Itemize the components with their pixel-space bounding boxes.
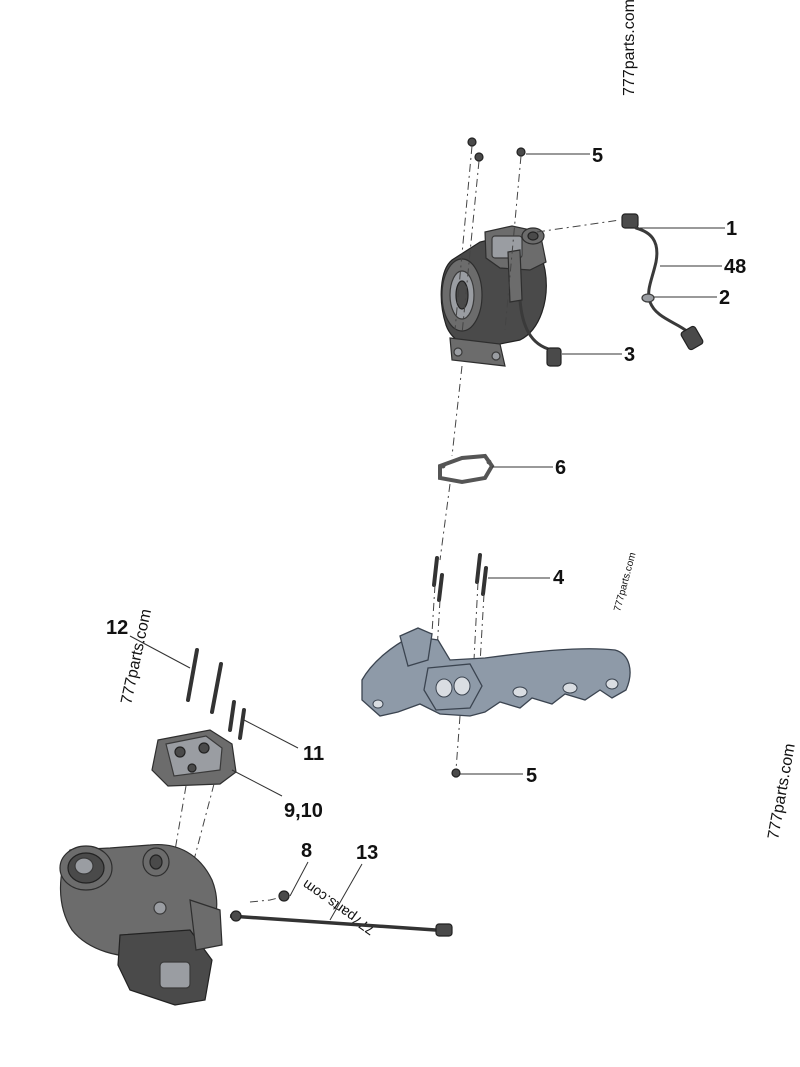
callout-5-top: 5 [592, 145, 603, 167]
callout-5-bottom: 5 [526, 765, 537, 787]
callout-48: 48 [724, 256, 746, 278]
watermark-manifold: 777parts.com [612, 551, 638, 612]
callout-1: 1 [726, 218, 737, 240]
exhaust-manifold [361, 627, 631, 778]
upper-mounting-hardware [454, 137, 621, 335]
callout-6: 6 [555, 457, 566, 479]
turbo-actuator [151, 648, 246, 876]
turbo-gasket [438, 365, 495, 561]
watermark-right: 777parts.com [765, 742, 799, 840]
callout-8: 8 [301, 840, 312, 862]
callout-3: 3 [624, 344, 635, 366]
upper-turbocharger [440, 225, 562, 367]
callout-13: 13 [356, 842, 378, 864]
callout-12: 12 [106, 617, 128, 639]
lower-turbocharger [59, 843, 223, 1006]
watermark-top-right: 777parts.com [621, 0, 638, 96]
callout-9-10: 9,10 [284, 800, 323, 822]
callout-11: 11 [303, 743, 324, 765]
actuator-rod [229, 890, 453, 937]
callouts: 1 48 2 3 5 6 4 5 12 11 9,10 8 13 [106, 145, 746, 864]
watermark-rod: 777parts.com [299, 877, 378, 939]
callout-2: 2 [719, 287, 730, 309]
sensor-harness [621, 213, 704, 351]
leader-lines [129, 153, 725, 921]
callout-4: 4 [553, 567, 565, 589]
